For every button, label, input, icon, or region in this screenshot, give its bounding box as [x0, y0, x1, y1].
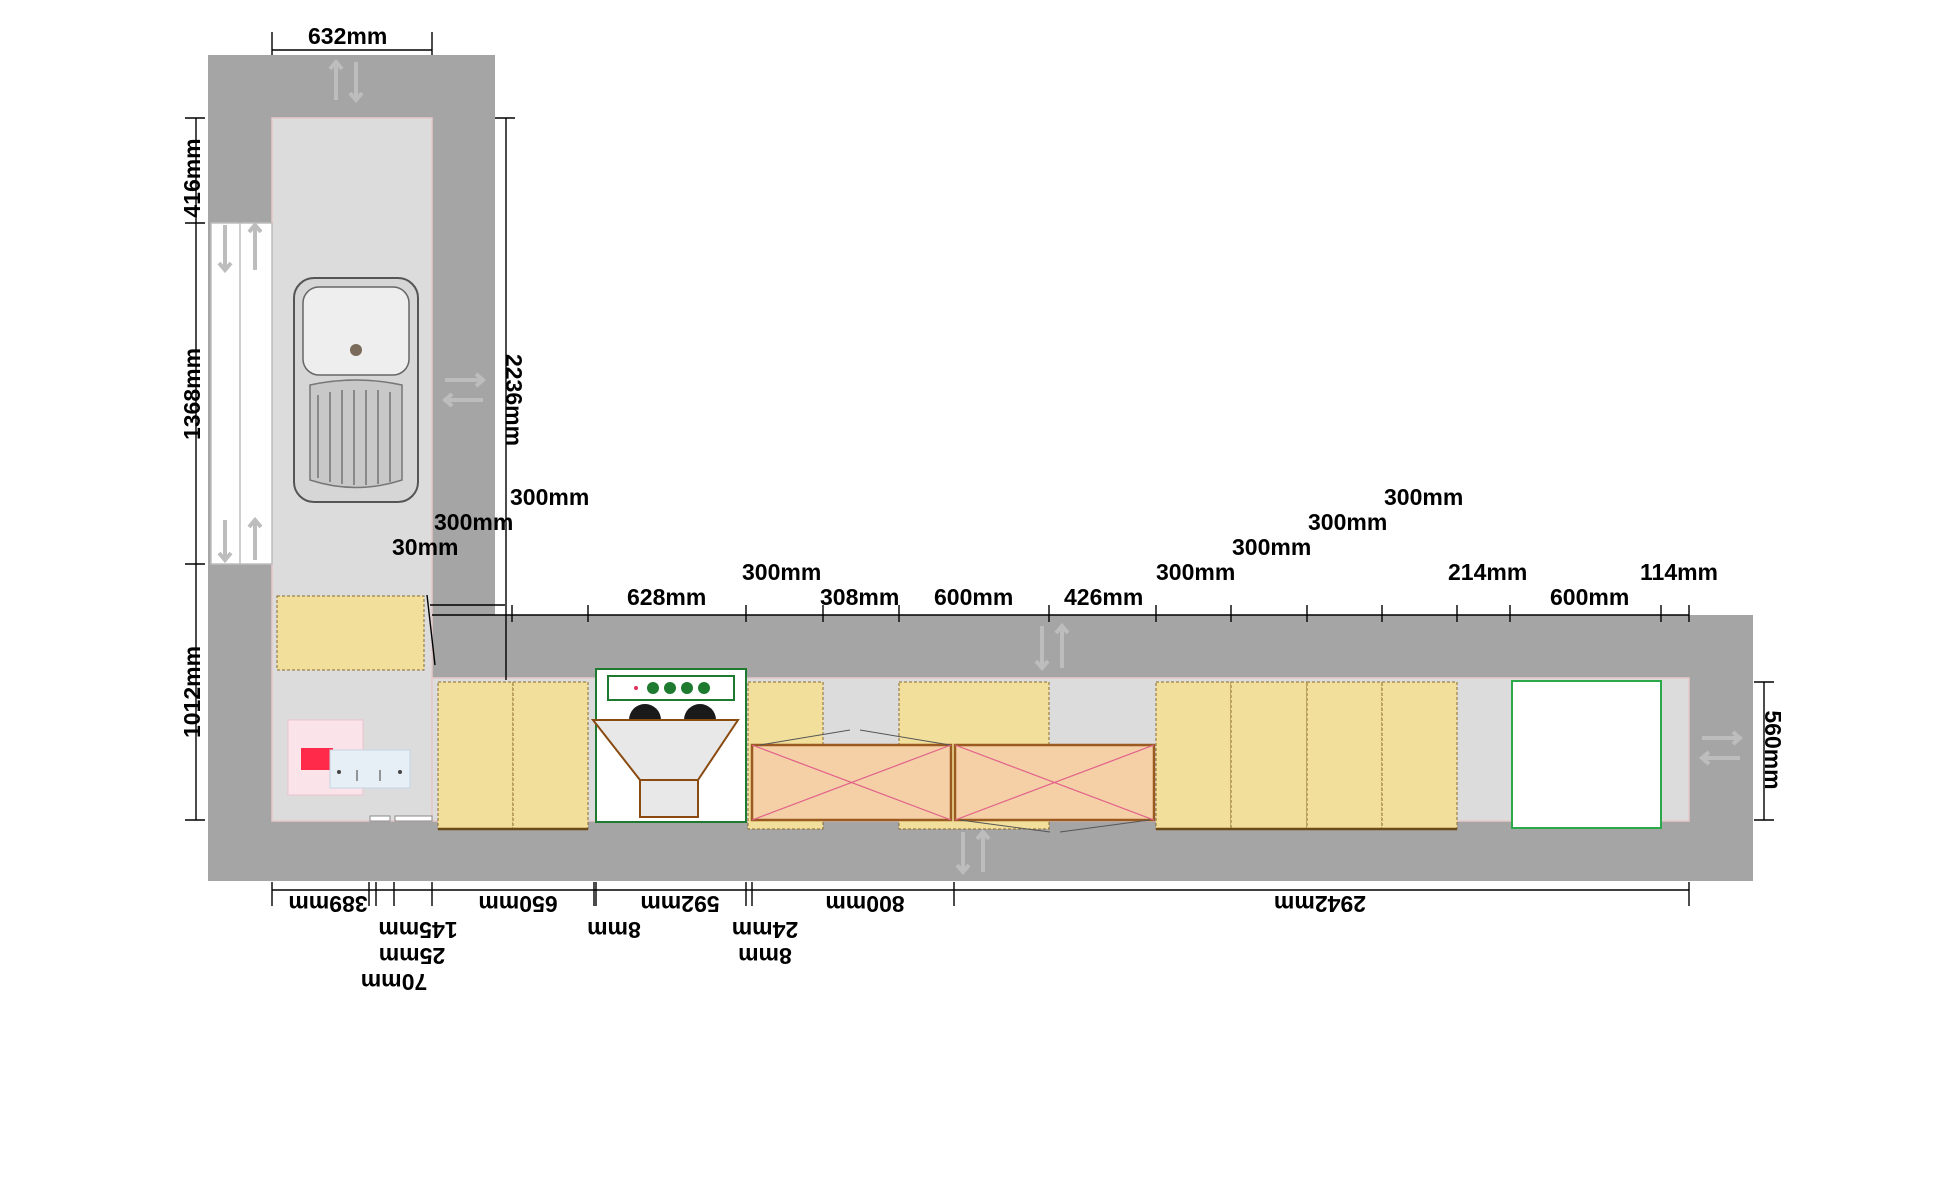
dim-top-426: 426mm [1064, 584, 1143, 610]
cabinet-5 [1155, 681, 1232, 830]
dim-bottom-8b: 8mm [738, 943, 792, 969]
cabinet-1 [437, 681, 514, 830]
dim-left-lower: 1012mm [179, 646, 205, 738]
dim-bottom-2942: 2942mm [1274, 891, 1366, 917]
dim-top-308: 308mm [820, 584, 899, 610]
cabinet-2 [512, 681, 589, 830]
dim-bottom-70: 70mm [361, 969, 427, 995]
dim-top-300-4: 300mm [1308, 509, 1387, 535]
dim-left-window: 1368mm [179, 348, 205, 440]
dim-left-upper: 416mm [179, 138, 205, 217]
dim-right-depth: 560mm [1760, 710, 1786, 789]
dim-top-114: 114mm [1640, 559, 1718, 585]
fridge-icon [1511, 680, 1662, 829]
dim-top-300-1: 300mm [742, 559, 821, 585]
dim-bottom-145: 145mm [378, 917, 457, 943]
dim-top-600-2: 600mm [1550, 584, 1629, 610]
dimension-lines [185, 32, 1774, 906]
sink-icon [293, 277, 419, 503]
socket-icon [287, 719, 433, 822]
cabinet-6 [1230, 681, 1308, 830]
dim-bottom-8a: 8mm [587, 917, 641, 943]
dim-300-b: 300mm [434, 509, 513, 535]
dishwasher-icon [590, 719, 740, 818]
dim-top-300-2: 300mm [1156, 559, 1235, 585]
dim-top-300-5: 300mm [1384, 484, 1463, 510]
dim-30: 30mm [392, 534, 458, 560]
dim-top-600-1: 600mm [934, 584, 1013, 610]
window [210, 222, 273, 565]
cabinet-8 [1381, 681, 1458, 830]
dim-top-300-3: 300mm [1232, 534, 1311, 560]
dim-bottom-389: 389mm [288, 891, 367, 917]
window-frame [210, 222, 273, 565]
drawer-units [750, 729, 1156, 833]
dim-bottom-25: 25mm [379, 943, 445, 969]
dim-top-214: 214mm [1448, 559, 1527, 585]
dim-bottom-592: 592mm [640, 891, 719, 917]
dim-top-width: 632mm [308, 23, 387, 49]
dimension-labels: 632mm 416mm 1368mm 1012mm 2236mm 560mm 3… [179, 23, 1786, 995]
dim-300-a: 300mm [510, 484, 589, 510]
dim-bottom-650: 650mm [478, 891, 557, 917]
cabinet-left-corner [276, 595, 425, 671]
cabinet-7 [1306, 681, 1383, 830]
dim-top-628: 628mm [627, 584, 706, 610]
door-arrow-icon [217, 58, 1744, 876]
dim-right-run-height: 2236mm [501, 354, 527, 446]
dim-bottom-24: 24mm [732, 917, 798, 943]
dim-bottom-800: 800mm [825, 891, 904, 917]
